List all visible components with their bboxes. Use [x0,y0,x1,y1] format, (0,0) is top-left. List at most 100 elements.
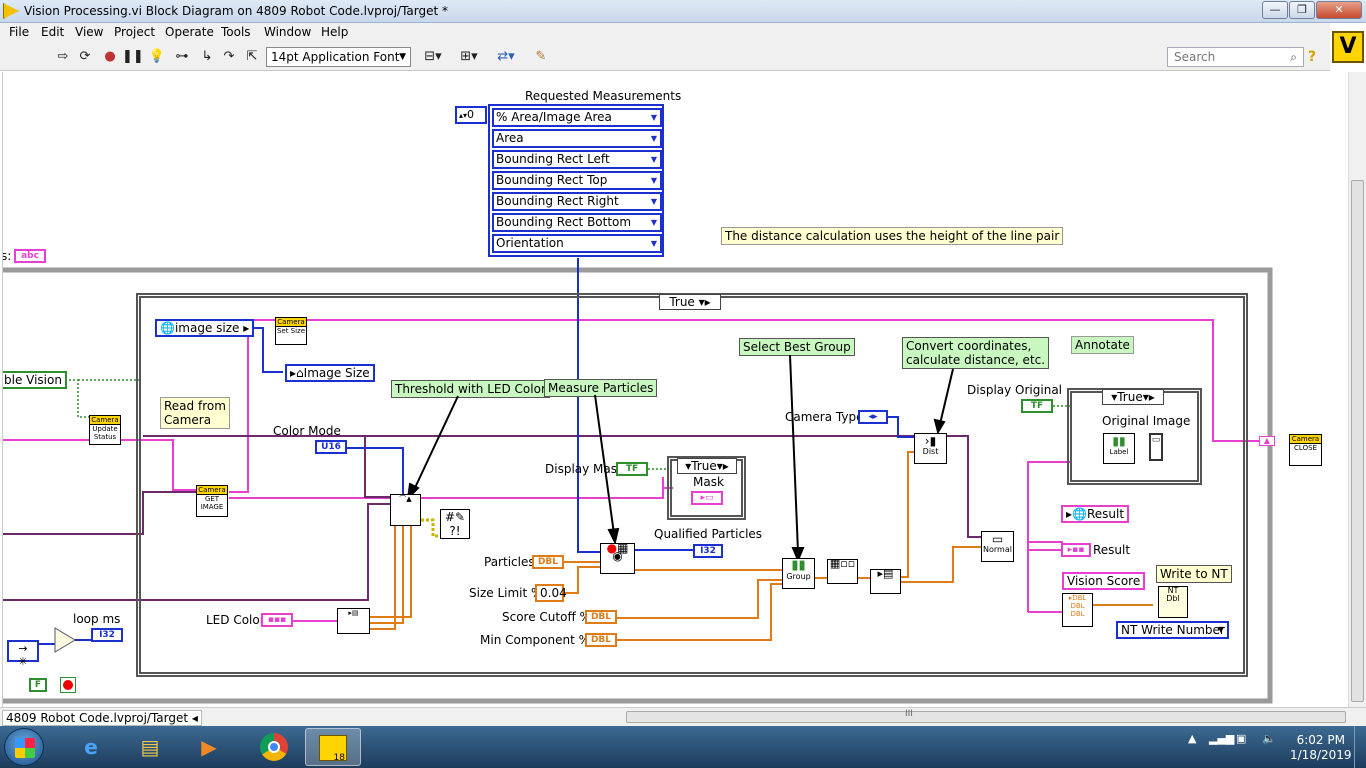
stop-terminal[interactable] [60,677,76,693]
menu-operate[interactable]: Operate [165,25,214,39]
write-to-nt-comment[interactable]: Write to NT [1156,565,1232,583]
requested-measurements-array[interactable] [488,104,664,257]
close-button[interactable]: ✕ [1316,1,1362,19]
network-icon[interactable]: ▂▄▆ [1209,732,1235,745]
normalize-node[interactable]: ▭ Normal [981,531,1014,562]
qualified-particles-terminal[interactable]: I32 [693,544,723,558]
convert-coordinates-comment[interactable]: Convert coordinates, calculate distance,… [902,337,1050,369]
highlight-execution-icon[interactable]: 💡 [148,49,166,64]
particle-analysis-node[interactable]: ●▦◉ [600,542,635,574]
menu-edit[interactable]: Edit [41,25,65,39]
original-case-selector[interactable]: ▾True▾▸ [1102,389,1164,405]
measurement-item[interactable]: Bounding Rect Left▼ [492,150,662,169]
score-cutoff-terminal[interactable]: DBL [585,610,617,624]
cleanup-diagram-icon[interactable]: ✎ [535,49,547,64]
distribute-objects-icon[interactable]: ⊞▾ [460,49,478,64]
step-out-icon[interactable]: ⇱ [246,49,258,64]
project-path-label[interactable]: 4809 Robot Code.lvproj/Target ◂ [2,710,202,726]
pause-icon[interactable]: ❚❚ [122,49,144,64]
menu-file[interactable]: File [9,25,30,39]
enable-vision-terminal[interactable]: ble Vision [3,371,67,389]
search-input[interactable]: Search ⌕ [1167,47,1304,67]
measurement-item[interactable]: Bounding Rect Right▼ [492,192,662,211]
size-limit-constant[interactable]: 0.04 [535,584,567,602]
step-over-icon[interactable]: ↷ [223,49,235,64]
menu-window[interactable]: Window [264,25,312,39]
vertical-scroll-thumb[interactable] [1351,180,1364,702]
min-component-terminal[interactable]: DBL [585,633,617,647]
shift-register[interactable]: ▲ [1259,436,1275,446]
mask-case-selector[interactable]: ▾True▾▸ [677,458,737,474]
minimize-button[interactable]: — [1262,1,1288,19]
font-selector[interactable]: 14pt Application Font ▼ [266,47,411,67]
labview-taskbar-button[interactable]: 18 [305,728,361,766]
camera-type-terminal[interactable]: ◂▸ [858,410,888,424]
loop-timer-node[interactable]: →✳ [7,640,39,668]
horizontal-scroll-thumb[interactable]: III [626,709,1346,723]
run-continuously-icon[interactable]: ⟳ [79,49,91,64]
horizontal-scrollbar[interactable]: 4809 Robot Code.lvproj/Target ◂ III [0,707,1366,726]
image-size-output[interactable]: ▸⌂Image Size [285,364,375,382]
align-objects-icon[interactable]: ⊟▾ [424,49,442,64]
retain-wire-values-icon[interactable]: ⊶ [175,49,189,64]
maximize-button[interactable]: ❐ [1289,1,1315,19]
select-best-group-comment[interactable]: Select Best Group [739,338,855,356]
measurement-item[interactable]: % Area/Image Area▼ [492,108,662,127]
unbundle-node[interactable]: ▸▤ [337,608,370,634]
reorder-icon[interactable]: ⇄▾ [497,49,515,64]
annotate-comment[interactable]: Annotate [1071,336,1134,354]
distance-comment[interactable]: The distance calculation uses the height… [721,227,1064,245]
result-terminal[interactable]: ▸▪▪ [1061,543,1091,557]
label-node[interactable]: ▮▮ Label [1103,433,1135,464]
step-into-icon[interactable]: ↳ [201,49,213,64]
group-node[interactable]: ▮▮ Group [782,558,815,589]
original-image-indicator[interactable]: ▭ [1149,433,1163,461]
block-diagram-canvas[interactable]: True ▾▸ Requested Measurements ▴▾0 % Are… [2,72,1348,707]
loop-ms-terminal[interactable]: I32 [91,628,123,642]
read-from-camera-comment[interactable]: Read from Camera [160,397,230,429]
measurement-item[interactable]: Orientation▼ [492,234,662,253]
unbundle-by-name-node[interactable]: ▸▤ [870,568,901,594]
error-handler-node[interactable]: #✎?! [440,509,470,539]
mask-indicator[interactable]: ▸▭ [691,491,723,505]
system-clock[interactable]: 6:02 PM 1/18/2019 [1290,733,1352,762]
measurement-item[interactable]: Area▼ [492,129,662,148]
menu-tools[interactable]: Tools [221,25,251,39]
measurement-item[interactable]: Bounding Rect Top▼ [492,171,662,190]
run-arrow-icon[interactable]: ⇨ [57,49,69,64]
particles-terminal[interactable]: DBL [532,555,564,569]
volume-icon[interactable]: 🔈 [1262,732,1276,745]
display-original-terminal[interactable]: TF [1021,399,1053,413]
media-player-icon[interactable]: ▶ [201,735,217,759]
device-icon[interactable]: ▣ [1236,732,1247,745]
measurement-item[interactable]: Bounding Rect Bottom▼ [492,213,662,232]
index-array-node[interactable]: ▦▫▫ [827,558,858,584]
show-desktop-button[interactable] [1354,726,1366,768]
menu-view[interactable]: View [75,25,104,39]
file-explorer-icon[interactable]: ▤ [140,735,160,759]
context-help-icon[interactable]: ? [1308,49,1317,65]
nt-write-node[interactable]: NT Dbl [1158,586,1188,618]
start-button[interactable] [4,728,44,766]
color-mode-terminal[interactable]: U16 [315,440,347,454]
threshold-comment[interactable]: Threshold with LED Color [391,380,550,398]
distance-node[interactable]: ›▮ Dist [914,433,947,464]
main-case-selector[interactable]: True ▾▸ [659,294,721,310]
camera-get-image-node[interactable]: Camera GET IMAGE [196,485,228,517]
result-reference[interactable]: ▸🌐Result [1061,505,1130,523]
string-terminal[interactable]: abc [14,249,46,263]
vision-score-control[interactable]: Vision Score [1062,572,1146,590]
color-threshold-node[interactable]: ⌒▲ [390,494,421,526]
measure-particles-comment[interactable]: Measure Particles [544,379,658,397]
chrome-icon[interactable] [246,728,302,766]
array-index-display[interactable]: ▴▾0 [455,106,487,124]
camera-set-size-node[interactable]: Camera Set Size [275,317,307,345]
camera-update-status-node[interactable]: Camera Update Status [89,415,121,445]
image-size-input[interactable]: 🌐image size ▸ [155,319,255,337]
nt-write-number-selector[interactable]: NT Write Number ▼ [1116,621,1229,639]
vertical-scrollbar[interactable] [1348,72,1366,707]
display-mask-terminal[interactable]: TF [616,462,648,476]
menu-help[interactable]: Help [321,25,349,39]
show-hidden-icons[interactable]: ▲ [1188,732,1197,745]
